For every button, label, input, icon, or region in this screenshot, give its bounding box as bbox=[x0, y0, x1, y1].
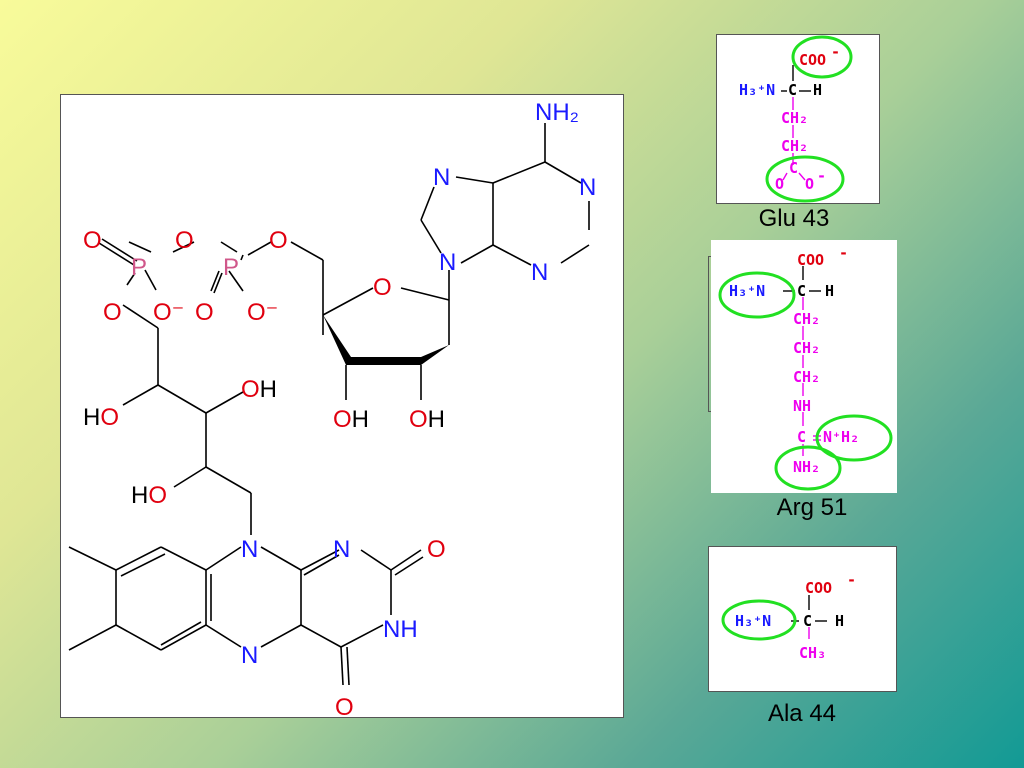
fad-structure-diagram: NH₂ N N N N O O O P P O O O⁻ O O⁻ OH OH … bbox=[68, 99, 596, 717]
hydroxyl-label: OH bbox=[241, 376, 277, 403]
hydroxyl-label: HO bbox=[83, 404, 119, 431]
ribose-bold-bond bbox=[323, 315, 449, 365]
bridge-o-label: O bbox=[269, 227, 288, 254]
arg51-panel: COO - H₃⁺N C H CH₂ CH₂ CH₂ NH C N⁺H₂ NH₂ bbox=[711, 240, 897, 493]
highlight-circle-guanidino bbox=[815, 414, 893, 462]
highlight-circle-amine bbox=[718, 271, 796, 319]
bonds bbox=[68, 123, 590, 686]
carboxyl-charge: - bbox=[817, 167, 826, 185]
phosphorus-label: P bbox=[223, 254, 239, 281]
carboxyl-o-label: O bbox=[805, 175, 814, 193]
adenine-n-label: N bbox=[433, 164, 450, 191]
glu43-panel: COO - H₃⁺N C H CH₂ CH₂ O C O - bbox=[716, 34, 880, 204]
carboxyl-o-label: O bbox=[775, 175, 784, 193]
hydroxyl-label: HO bbox=[131, 482, 167, 509]
highlight-circle-coo bbox=[791, 35, 853, 79]
adenine-n-label: N bbox=[531, 259, 548, 286]
guanidino-nh2-plus-label: N⁺H₂ bbox=[823, 428, 859, 446]
highlight-circle-nh2 bbox=[774, 445, 842, 491]
amine-label: H₃⁺N bbox=[739, 81, 775, 99]
coo-label: COO bbox=[805, 579, 832, 597]
highlight-circle-amine bbox=[721, 599, 797, 641]
ch2-label: CH₂ bbox=[793, 310, 820, 328]
arg51-caption: Arg 51 bbox=[776, 494, 848, 521]
hydrogen-label: H bbox=[835, 612, 844, 630]
ribose-o-label: O bbox=[373, 274, 392, 301]
carboxyl-c-label: C bbox=[789, 159, 798, 177]
glu43-bonds bbox=[781, 65, 811, 92]
flavin-o-label: O bbox=[335, 694, 354, 717]
hydrogen-label: H bbox=[825, 282, 834, 300]
arg51-side-chain-bonds bbox=[802, 297, 821, 456]
ch2-label: CH₂ bbox=[793, 339, 820, 357]
ch2-label: CH₂ bbox=[781, 109, 808, 127]
flavin-n-label: N bbox=[241, 642, 258, 669]
phosphate-o-label: O bbox=[103, 299, 122, 326]
alpha-carbon-label: C bbox=[803, 612, 812, 630]
flavin-o-label: O bbox=[427, 536, 446, 563]
fad-structure-panel: NH₂ N N N N O O O P P O O O⁻ O O⁻ OH OH … bbox=[60, 94, 624, 718]
flavin-nh-label: NH bbox=[383, 616, 418, 643]
adenine-n-label: N bbox=[579, 174, 596, 201]
nh2-label: NH₂ bbox=[535, 99, 579, 126]
glu43-structure: COO - H₃⁺N C H CH₂ CH₂ O C O - bbox=[739, 35, 853, 203]
ch2-label: CH₂ bbox=[793, 368, 820, 386]
coo-label: COO bbox=[797, 251, 824, 269]
guanidino-c-label: C bbox=[797, 428, 806, 446]
arg51-structure: COO - H₃⁺N C H CH₂ CH₂ CH₂ NH C N⁺H₂ NH₂ bbox=[718, 244, 893, 491]
ala44-panel: COO - H₃⁺N C H CH₃ bbox=[708, 546, 897, 692]
coo-charge: - bbox=[847, 571, 856, 589]
ch3-label: CH₃ bbox=[799, 644, 826, 662]
coo-charge: - bbox=[831, 43, 840, 61]
phosphate-o-minus-label: O⁻ bbox=[153, 299, 184, 326]
nh-label: NH bbox=[793, 397, 811, 415]
flavin-n-label: N bbox=[241, 536, 258, 563]
hydroxyl-label: OH bbox=[333, 406, 369, 433]
flavin-n-label: N bbox=[333, 536, 350, 563]
hydrogen-label: H bbox=[813, 81, 822, 99]
coo-label: COO bbox=[799, 51, 826, 69]
glu43-caption: Glu 43 bbox=[758, 205, 830, 232]
hydroxyl-label: OH bbox=[409, 406, 445, 433]
ala44-caption: Ala 44 bbox=[767, 700, 837, 727]
phosphate-o-label: O bbox=[195, 299, 214, 326]
ala44-structure: COO - H₃⁺N C H CH₃ bbox=[721, 571, 856, 662]
adenine-n-label: N bbox=[439, 249, 456, 276]
phosphate-o-minus-label: O⁻ bbox=[247, 299, 278, 326]
amine-label: H₃⁺N bbox=[735, 612, 771, 630]
coo-charge: - bbox=[839, 244, 848, 262]
alpha-carbon-label: C bbox=[788, 81, 797, 99]
alpha-carbon-label: C bbox=[797, 282, 806, 300]
phosphorus-label: P bbox=[131, 254, 147, 281]
amine-label: H₃⁺N bbox=[729, 282, 765, 300]
guanidino-nh2-label: NH₂ bbox=[793, 458, 820, 476]
bridge-o-label: O bbox=[175, 227, 194, 254]
phosphate-o-label: O bbox=[83, 227, 102, 254]
highlight-circle-side-carboxyl bbox=[765, 155, 845, 203]
ch2-label: CH₂ bbox=[781, 137, 808, 155]
atom-labels: NH₂ N N N N O O O P P O O O⁻ O O⁻ OH OH … bbox=[83, 99, 596, 717]
